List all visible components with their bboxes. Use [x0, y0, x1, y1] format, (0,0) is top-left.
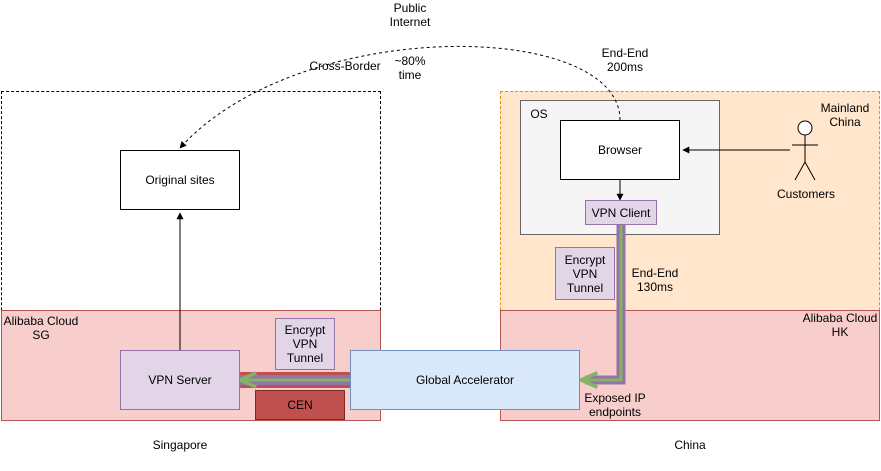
- cross-border-label: Cross-Border: [309, 59, 381, 73]
- public-internet-path: [179, 45, 621, 149]
- mainland-china-label: Mainland China: [820, 101, 870, 129]
- alibaba-cloud-sg-label: Alibaba Cloud SG: [3, 314, 79, 342]
- browser-box: Browser: [560, 120, 680, 180]
- end-end-130ms-label: End-End 130ms: [631, 266, 679, 294]
- cen-box: CEN: [255, 390, 345, 420]
- exposed-ip-endpoints-label: Exposed IP endpoints: [584, 391, 646, 419]
- original-sites-box: Original sites: [120, 150, 240, 210]
- time-percentage-label: ~80% time: [394, 54, 426, 82]
- public-internet-label: Public Internet: [389, 1, 431, 29]
- vpn-server-box: VPN Server: [120, 350, 240, 410]
- china-label: China: [674, 438, 706, 452]
- encrypt-tunnel-cn-box: Encrypt VPN Tunnel: [555, 247, 615, 300]
- os-label: OS: [530, 107, 548, 121]
- end-end-200ms-label: End-End 200ms: [601, 46, 649, 74]
- encrypt-tunnel-sg-box: Encrypt VPN Tunnel: [275, 318, 335, 370]
- global-accelerator-box: Global Accelerator: [350, 350, 580, 410]
- customer-actor-icon: [792, 120, 818, 181]
- vpn-client-box: VPN Client: [585, 200, 657, 225]
- customers-label: Customers: [776, 187, 835, 201]
- singapore-label: Singapore: [152, 438, 208, 452]
- alibaba-cloud-hk-label: Alibaba Cloud HK: [802, 311, 878, 339]
